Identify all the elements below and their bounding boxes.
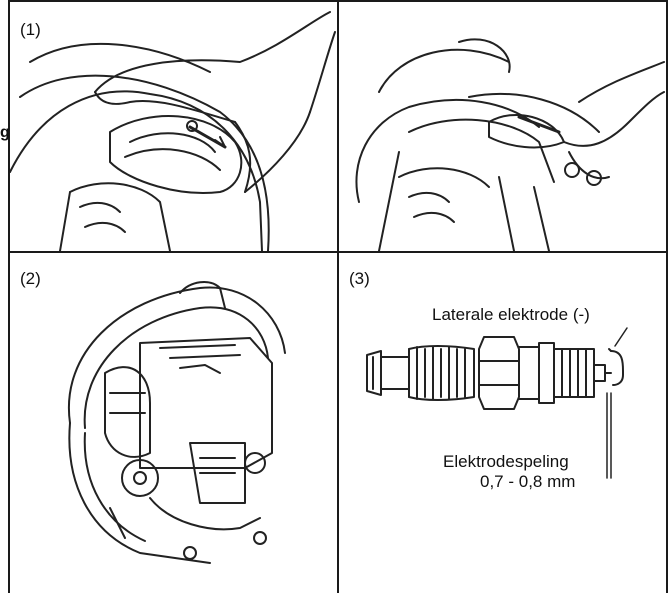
electrode-gap-value: 0,7 - 0,8 mm bbox=[480, 472, 576, 491]
illustration-spark-plug: (3) Laterale elektrode (-) Elektrodespel… bbox=[339, 253, 666, 593]
panel-2-label: (2) bbox=[20, 269, 41, 288]
frame-left bbox=[8, 0, 10, 593]
electrode-gap-caption: Elektrodespeling bbox=[443, 452, 569, 471]
illustration-remove-cover-1: (1) bbox=[10, 2, 337, 251]
side-electrode-caption: Laterale elektrode (-) bbox=[432, 305, 590, 324]
panel-3-label: (3) bbox=[349, 269, 370, 288]
panel-1-label: (1) bbox=[20, 20, 41, 39]
illustration-engine-unit: (2) bbox=[10, 253, 337, 593]
frame-center-vertical bbox=[337, 0, 339, 593]
frame-right bbox=[666, 0, 668, 593]
illustration-remove-cover-2 bbox=[339, 2, 666, 251]
cropped-margin-text: g bbox=[0, 124, 10, 141]
